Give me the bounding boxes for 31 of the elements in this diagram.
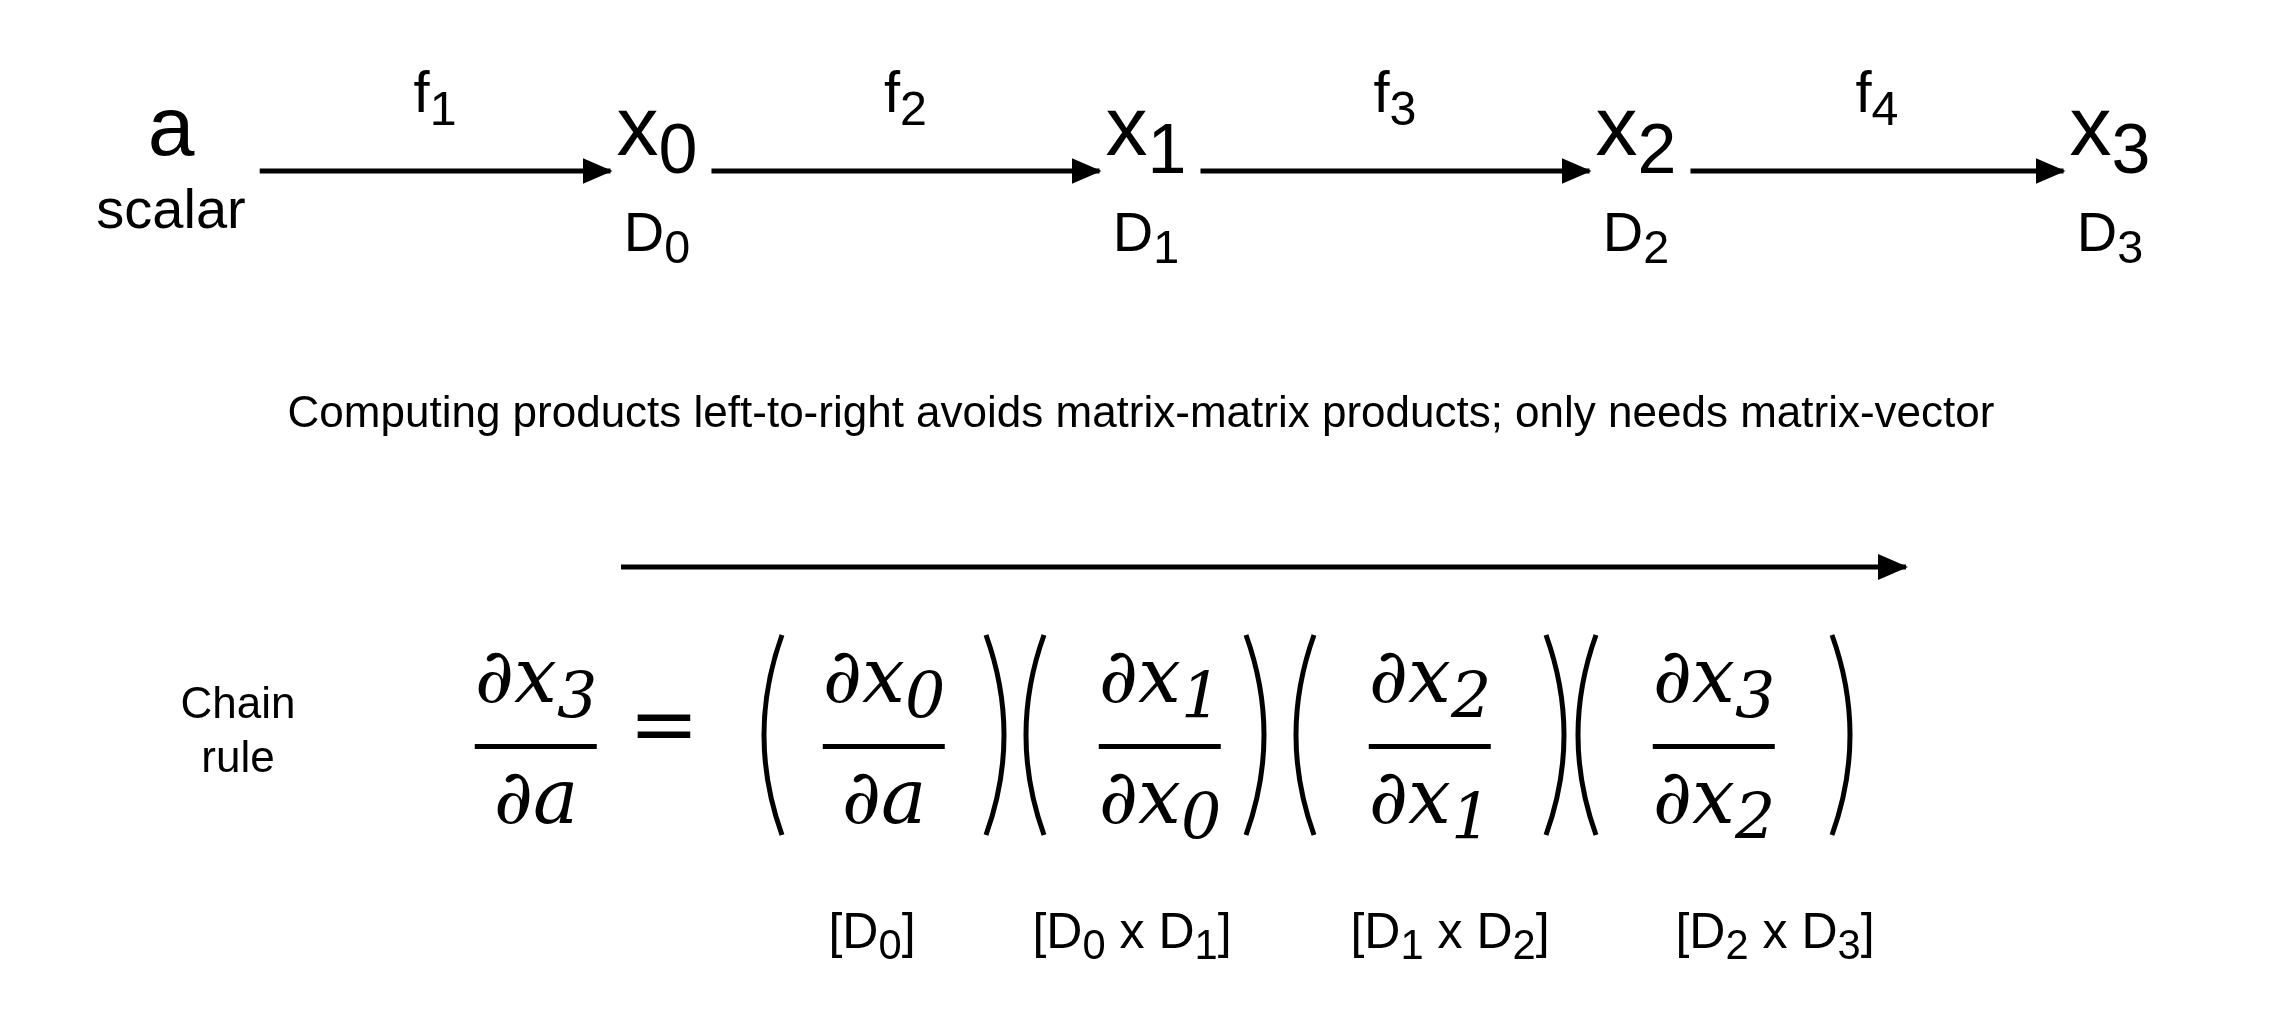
variable-name: a [147, 78, 195, 174]
variable-name: x$_{1}$ [1105, 78, 1187, 190]
equals-sign: = [628, 675, 700, 773]
arrow [259, 158, 613, 184]
dimension-label: D$_{3}$ [2076, 198, 2144, 275]
denominator: ∂a [493, 751, 579, 844]
numerator: ∂x$_{1}$ [1098, 630, 1222, 736]
caption-text: Computing products left-to-right avoids matrix-matrix products; only needs matrix-vector [287, 387, 1995, 437]
variable-name: x$_{0}$ [616, 78, 698, 190]
dimension-label: [D$_{1}$ x D$_{2}$] [1350, 901, 1550, 969]
arrow [711, 158, 1102, 184]
dimension-label: scalar [96, 176, 246, 242]
denominator: ∂x$_{2}$ [1652, 751, 1776, 857]
dimension-label: [D$_{2}$ x D$_{3}$] [1675, 901, 1875, 969]
denominator: ∂x$_{0}$ [1098, 751, 1222, 857]
numerator: ∂x$_{3}$ [1652, 630, 1776, 736]
arrow [1200, 158, 1592, 184]
numerator: ∂x$_{2}$ [1368, 630, 1492, 736]
variable-name: x$_{2}$ [1595, 78, 1677, 190]
dimension-label: D$_{1}$ [1112, 198, 1180, 275]
numerator: ∂x$_{3}$ [474, 630, 598, 736]
dimension-label: D$_{2}$ [1602, 198, 1670, 275]
dimension-label: D$_{0}$ [623, 198, 691, 275]
denominator: ∂x$_{1}$ [1368, 751, 1492, 857]
chain-rule-label: Chain rule [179, 677, 297, 783]
dimension-label: [D$_{0}$] [828, 901, 916, 969]
denominator: ∂a [841, 751, 927, 844]
arrow [1690, 158, 2066, 184]
numerator: ∂x$_{0}$ [822, 630, 946, 736]
dimension-label: [D$_{0}$ x D$_{1}$] [1032, 901, 1232, 969]
variable-name: x$_{3}$ [2069, 78, 2151, 190]
